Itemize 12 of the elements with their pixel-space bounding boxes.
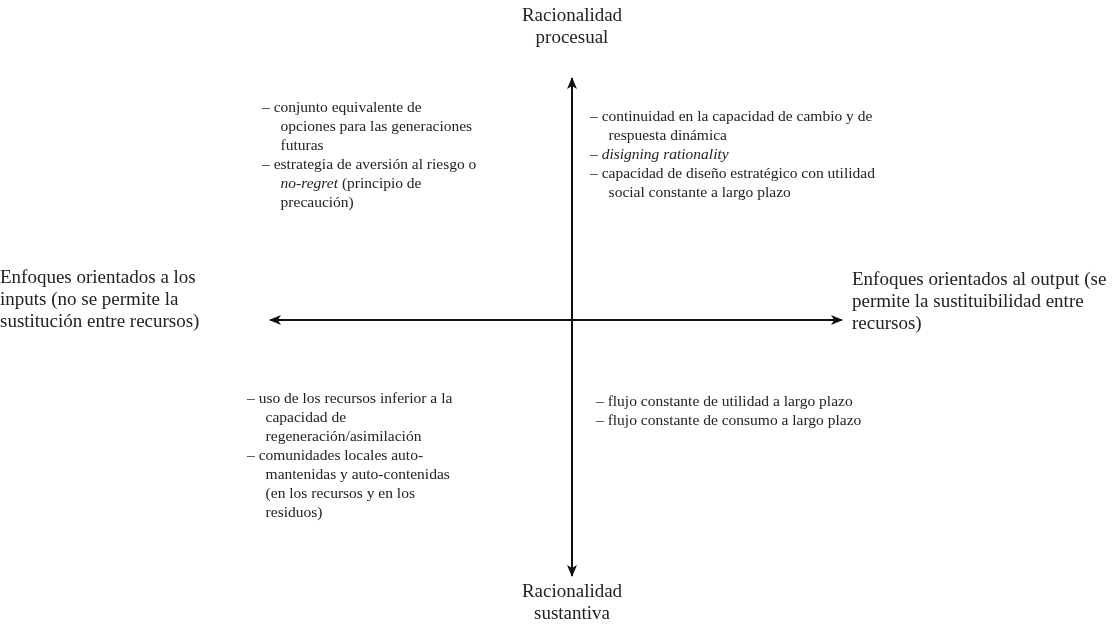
list-item: – estrategia de aversión al riesgo o no-regret (principio de precaución): [262, 154, 477, 211]
list-item: – capacidad de diseño estratégico con utilidad social constante a largo plazo: [590, 163, 876, 201]
axis-label: Racionalidad sustantiva: [520, 580, 624, 624]
list-item: – flujo constante de utilidad a largo plazo: [596, 391, 854, 410]
list-item: – flujo constante de consumo a largo plazo: [596, 410, 863, 429]
axis-label: Racionalidad procesual: [520, 4, 624, 48]
list-item: – uso de los recursos inferior a la capacidad de regeneración/asimilación: [247, 388, 454, 445]
list-item: – comunidades locales auto-mantenidas y auto-contenidas (en los recursos y en los residuos): [247, 445, 451, 521]
list-item: – conjunto equivalente de opciones para las generaciones futuras: [262, 97, 474, 154]
axis-label: Enfoques orientados al output (se permite la sustituibilidad entre recursos): [852, 268, 1108, 334]
list-item: – disigning rationality: [590, 144, 730, 163]
axis-label: Enfoques orientados a los inputs (no se permite la sustitución entre recursos): [0, 266, 201, 332]
